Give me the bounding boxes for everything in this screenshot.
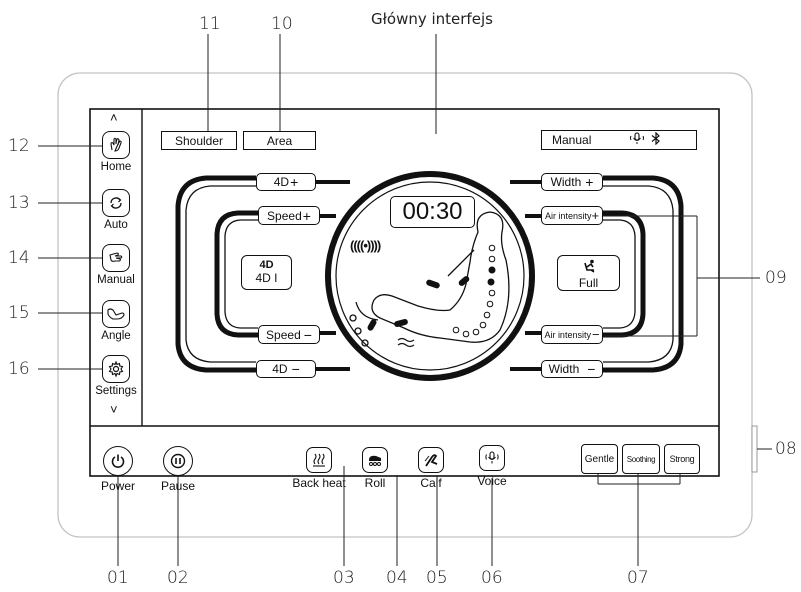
callout-15: 15 [8, 303, 30, 323]
timer-display: 00:30 [390, 196, 475, 228]
width-plus-label: Width [551, 175, 582, 189]
side-button [752, 426, 757, 472]
sidebar-label-auto: Auto [94, 219, 138, 231]
sidebar-scroll-up[interactable]: ˄ [110, 110, 118, 125]
air-intensity-minus-button[interactable]: Air intensity− [541, 325, 603, 344]
full-mode-label: Full [558, 276, 619, 290]
plus-icon: + [303, 208, 311, 224]
refresh-icon [102, 189, 130, 217]
pointing-hand-icon [102, 244, 130, 272]
callout-12: 12 [8, 136, 30, 156]
plus-icon: + [585, 174, 593, 190]
callout-01: 01 [107, 568, 129, 588]
plus-icon: + [591, 208, 599, 223]
sidebar-label-home: Home [94, 161, 138, 173]
fourd-plus-label: 4D [274, 175, 289, 189]
voice-button[interactable]: Voice [474, 445, 510, 488]
heat-waves-icon [306, 447, 332, 473]
power-button[interactable]: Power [98, 446, 138, 493]
air-intensity-plus-label: Air intensity [545, 211, 592, 221]
recline-person-icon [558, 259, 619, 276]
hand-icon [102, 131, 130, 159]
air-intensity-plus-button[interactable]: Air intensity+ [541, 206, 603, 225]
voice-icon [479, 445, 505, 471]
speed-minus-button[interactable]: Speed− [258, 325, 320, 344]
fourd-plus-button[interactable]: 4D+ [256, 173, 316, 191]
minus-icon: − [292, 361, 300, 377]
voice-label: Voice [474, 474, 510, 488]
callout-16: 16 [8, 359, 30, 379]
fourd-minus-button[interactable]: 4D− [256, 360, 316, 378]
sidebar-label-angle: Angle [94, 330, 138, 342]
power-icon [103, 446, 133, 476]
sidebar-item-angle[interactable]: Angle [94, 300, 138, 342]
sidebar-label-settings: Settings [94, 385, 138, 397]
width-minus-label: Width [549, 362, 580, 376]
airflow-wave-icon: ((((•)))) [350, 238, 380, 253]
callout-11: 11 [199, 14, 221, 34]
callout-09: 09 [765, 268, 787, 288]
body-dot-active [489, 267, 496, 274]
callout-14: 14 [8, 248, 30, 268]
width-minus-button[interactable]: Width− [541, 360, 603, 378]
callout-08: 08 [775, 439, 797, 459]
callout-05: 05 [426, 568, 448, 588]
callout-02: 02 [167, 568, 189, 588]
intensity-soothing-button[interactable]: Soothing [622, 444, 660, 474]
plus-icon: + [290, 174, 298, 190]
callout-04: 04 [386, 568, 408, 588]
voice-icon [629, 132, 645, 148]
recline-chair-icon [102, 300, 130, 328]
back-heat-button[interactable]: Back heat [289, 447, 349, 490]
fourd-minus-label: 4D [272, 362, 287, 376]
callout-03: 03 [333, 568, 355, 588]
pause-label: Pause [158, 479, 198, 493]
area-button[interactable]: Area [243, 131, 316, 150]
sidebar-label-manual: Manual [94, 274, 138, 286]
minus-icon: − [587, 361, 595, 377]
speed-minus-label: Speed [266, 328, 301, 342]
calf-label: Calf [416, 476, 446, 490]
sidebar-item-auto[interactable]: Auto [94, 189, 138, 231]
power-label: Power [98, 479, 138, 493]
fourd-mode-label: 4D I [242, 271, 291, 285]
intensity-strong-button[interactable]: Strong [664, 444, 700, 474]
back-heat-label: Back heat [289, 476, 349, 490]
speed-plus-button[interactable]: Speed+ [258, 206, 320, 225]
roll-label: Roll [360, 476, 390, 490]
4d-icon: 4D [242, 259, 291, 271]
callout-06: 06 [481, 568, 503, 588]
sidebar-item-manual[interactable]: Manual [94, 244, 138, 286]
minus-icon: − [304, 327, 312, 343]
sidebar-item-settings[interactable]: Settings [94, 355, 138, 397]
mode-status-bar: Manual [541, 130, 697, 150]
gear-icon [102, 355, 130, 383]
fourd-mode-display[interactable]: 4D 4D I [241, 255, 292, 290]
minus-icon: − [592, 327, 600, 342]
shoulder-button[interactable]: Shoulder [161, 131, 237, 150]
pause-icon [163, 446, 193, 476]
mode-status-label: Manual [552, 133, 591, 147]
foot-roller-icon [362, 447, 388, 473]
bluetooth-icon [651, 132, 661, 148]
calf-button[interactable]: Calf [416, 447, 446, 490]
diagram-title: Główny interfejs [371, 10, 493, 28]
callout-07: 07 [627, 568, 649, 588]
calf-leg-icon [418, 447, 444, 473]
body-dot-active-2 [488, 279, 495, 286]
pause-button[interactable]: Pause [158, 446, 198, 493]
air-intensity-minus-label: Air intensity [544, 330, 591, 340]
callout-13: 13 [8, 193, 30, 213]
roll-button[interactable]: Roll [360, 447, 390, 490]
full-mode-display[interactable]: Full [557, 255, 620, 291]
sidebar-item-home[interactable]: Home [94, 131, 138, 173]
speed-plus-label: Speed [267, 209, 302, 223]
callout-10: 10 [271, 14, 293, 34]
width-plus-button[interactable]: Width+ [541, 173, 603, 191]
sidebar-scroll-down[interactable]: ˅ [110, 402, 118, 417]
intensity-gentle-button[interactable]: Gentle [581, 444, 618, 474]
